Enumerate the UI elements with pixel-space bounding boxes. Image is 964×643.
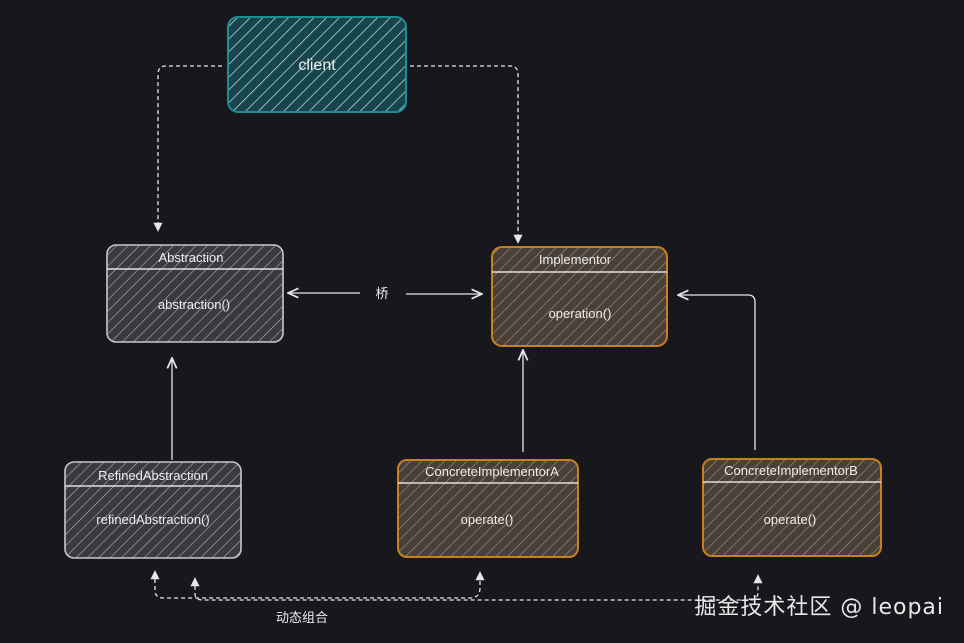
implementor-node: Implementor operation() [491,246,668,347]
watermark: 掘金技术社区 @ leopai [694,595,944,620]
implementor-method: operation() [549,306,612,321]
edge-client-abstraction [153,65,222,232]
concrete-implementor-b-method: operate() [764,512,817,527]
abstraction-title: Abstraction [158,250,223,265]
abstraction-node: Abstraction abstraction() [106,244,284,343]
dynamic-composition-label: 动态组合 [276,611,328,626]
concrete-implementor-a-method: operate() [461,512,514,527]
client-node: client [227,16,407,113]
edge-concreteB-implementor [678,295,756,450]
edge-client-implementor [410,65,523,244]
edge-dynamic-composition-a [150,570,485,599]
concrete-implementor-a-title: ConcreteImplementorA [425,464,559,479]
implementor-title: Implementor [539,252,612,267]
abstraction-method: abstraction() [158,297,230,312]
refined-abstraction-node: RefinedAbstraction refinedAbstraction() [64,461,242,559]
refined-abstraction-method: refinedAbstraction() [96,512,209,527]
client-label: client [298,57,336,74]
concrete-implementor-b-title: ConcreteImplementorB [724,463,858,478]
bridge-label: 桥 [375,287,388,302]
refined-abstraction-title: RefinedAbstraction [98,468,208,483]
concrete-implementor-b-node: ConcreteImplementorB operate() [702,458,882,557]
edge-dynamic-composition-b [190,574,763,601]
concrete-implementor-a-node: ConcreteImplementorA operate() [397,459,579,558]
